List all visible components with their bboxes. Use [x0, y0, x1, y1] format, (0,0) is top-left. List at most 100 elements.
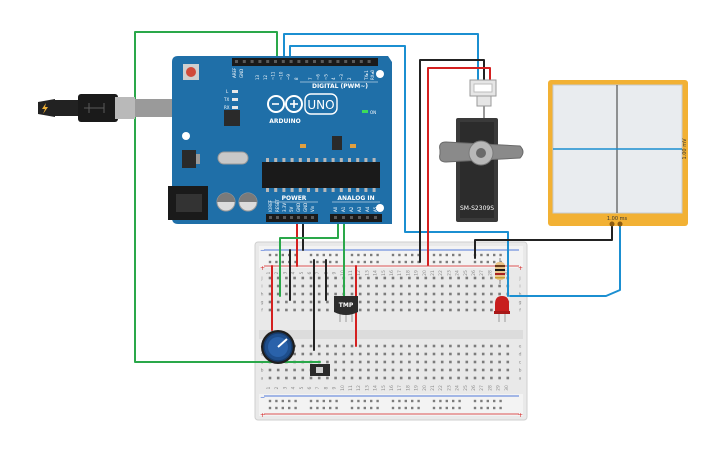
- digital-pin-label: 12: [263, 74, 268, 80]
- analog-in-label: ANALOG IN: [337, 195, 374, 202]
- slide-switch[interactable]: [310, 364, 330, 376]
- reset-button[interactable]: [183, 64, 199, 80]
- row-letter: h: [261, 292, 264, 298]
- analog-pin-label: A3: [357, 206, 362, 212]
- col-number: 25: [463, 385, 469, 391]
- scope-terminal-negative[interactable]: [609, 221, 615, 227]
- uno-label: UNO: [307, 98, 334, 112]
- col-number: 1: [266, 271, 272, 274]
- digital-pin-label: 2: [347, 77, 352, 80]
- col-number: 28: [487, 385, 493, 391]
- row-letter: c: [519, 361, 522, 366]
- digital-pin-label: 4: [331, 77, 336, 80]
- col-number: 15: [381, 270, 387, 276]
- wire-blue-scope[interactable]: [509, 221, 621, 297]
- analog-header: [330, 214, 382, 222]
- row-letter: b: [519, 368, 522, 374]
- rail-minus-bottom: −: [260, 394, 265, 401]
- oscilloscope[interactable]: 1.00 ms 1.00 mV: [548, 80, 688, 227]
- l-label: L: [226, 89, 229, 94]
- col-number: 3: [282, 271, 288, 274]
- wire-black-servo[interactable]: [419, 59, 485, 263]
- row-letter: d: [261, 352, 264, 358]
- analog-pin-label: A1: [341, 206, 346, 212]
- col-number: 4: [291, 271, 297, 274]
- col-number: 13: [364, 385, 370, 391]
- wire-black-scope[interactable]: [474, 221, 613, 259]
- col-number: 11: [348, 270, 354, 276]
- col-number: 10: [340, 385, 346, 391]
- wire-blue-led[interactable]: [289, 45, 509, 297]
- digital-pin-label: ~6: [316, 74, 321, 80]
- wires: [134, 31, 621, 363]
- wire-green-a0[interactable]: [279, 219, 339, 297]
- col-number: 21: [430, 270, 436, 276]
- col-number: 30: [504, 270, 510, 276]
- col-number: 21: [430, 385, 436, 391]
- tx1-label: TX▸1: [364, 70, 369, 81]
- breadboard[interactable]: 1122334455667788991010111112121313141415…: [254, 241, 528, 421]
- servo-label: SM-S2309S: [460, 205, 494, 212]
- analog-pin-label: A0: [333, 206, 338, 212]
- col-number: 23: [446, 385, 452, 391]
- row-letter: j: [518, 276, 520, 282]
- usb-cable[interactable]: [38, 94, 177, 122]
- col-number: 26: [471, 385, 477, 391]
- col-number: 14: [373, 385, 379, 391]
- row-letter: i: [519, 284, 520, 290]
- wire-red-servo[interactable]: [427, 67, 491, 266]
- digital-pin-label: ~9: [286, 74, 291, 80]
- col-number: 15: [381, 385, 387, 391]
- col-number: 28: [487, 270, 493, 276]
- row-letter: f: [519, 308, 521, 314]
- scope-terminal-positive[interactable]: [617, 221, 623, 227]
- digital-pin-label: 8: [294, 77, 299, 80]
- temperature-sensor[interactable]: TMP: [334, 296, 358, 322]
- col-number: 18: [405, 270, 411, 276]
- row-letter: h: [519, 292, 522, 298]
- servo-motor[interactable]: SM-S2309S: [439, 79, 524, 222]
- analog-pin-label: A4: [365, 206, 370, 212]
- row-letter: g: [519, 301, 522, 306]
- gnd-label: GND: [239, 69, 244, 78]
- digital-pin-label: ~10: [278, 71, 283, 80]
- row-letter: j: [260, 276, 262, 282]
- wire-blue-servo[interactable]: [283, 33, 479, 81]
- atmega-chip: [262, 162, 380, 188]
- digital-pin-row: [235, 60, 371, 63]
- col-number: 9: [332, 271, 338, 274]
- aref-label: AREF: [232, 67, 237, 78]
- rail-plus-top: +: [260, 265, 265, 272]
- power-pin-label: 3.3V: [282, 203, 287, 212]
- scope-time-label: 1.00 ms: [607, 216, 628, 222]
- resistor[interactable]: [495, 258, 505, 284]
- row-letter: a: [261, 377, 264, 382]
- lightning-icon: [42, 103, 48, 114]
- potentiometer[interactable]: [261, 330, 295, 364]
- power-pin-label: GND: [296, 203, 301, 212]
- col-number: 7: [315, 271, 321, 274]
- led-red[interactable]: [494, 296, 510, 322]
- rail-plus-bottom-right: +: [518, 412, 523, 419]
- col-number: 8: [323, 386, 329, 389]
- col-number: 27: [479, 270, 485, 276]
- capacitor-1: [216, 192, 236, 212]
- row-letter: e: [519, 345, 522, 350]
- potentiometer-knob-indicator: [277, 338, 288, 348]
- rail-plus-top-right: +: [518, 265, 523, 272]
- wire-green-signal[interactable]: [134, 31, 321, 363]
- power-label: POWER: [282, 195, 307, 202]
- col-number: 1: [266, 386, 272, 389]
- col-number: 3: [282, 386, 288, 389]
- col-number: 9: [332, 386, 338, 389]
- col-number: 11: [348, 385, 354, 391]
- scope-volt-label: 1.00 mV: [682, 138, 688, 160]
- col-number: 5: [299, 271, 305, 274]
- col-number: 19: [414, 385, 420, 391]
- row-letter: i: [261, 284, 262, 290]
- col-number: 17: [397, 270, 403, 276]
- analog-pin-label: A2: [349, 206, 354, 212]
